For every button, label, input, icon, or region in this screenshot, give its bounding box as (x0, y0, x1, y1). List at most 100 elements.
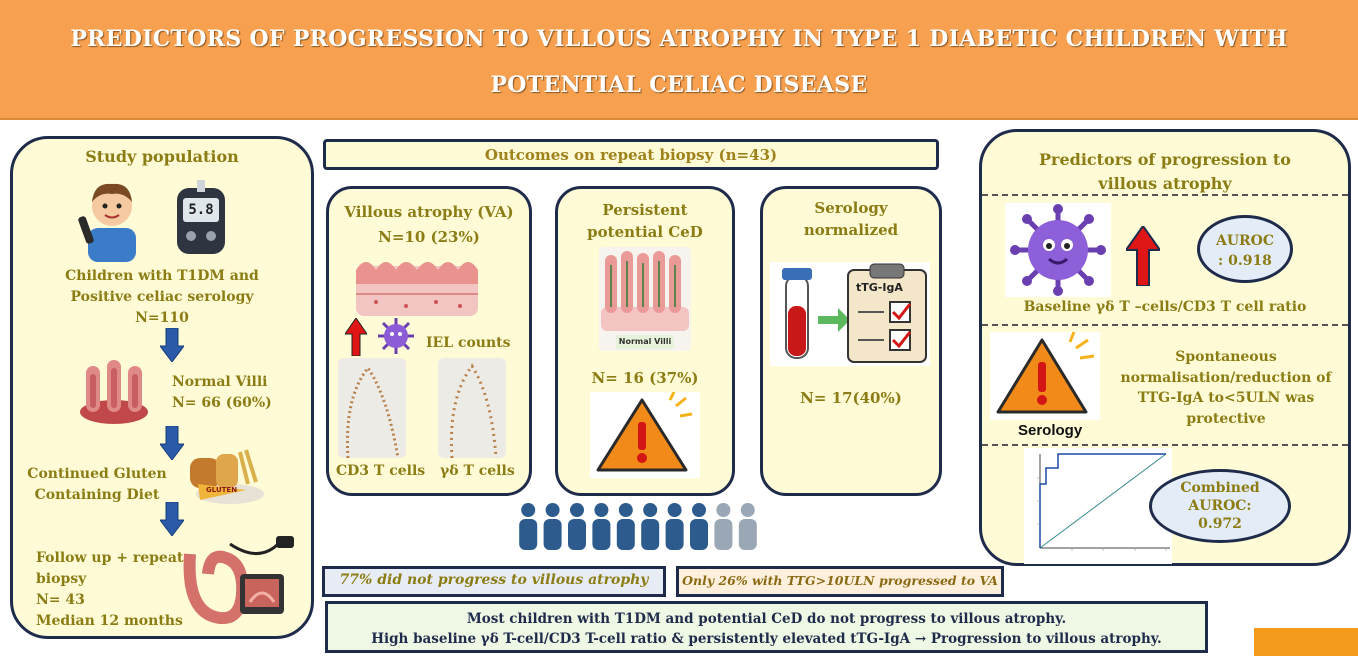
person-icon (641, 503, 660, 550)
warning-icon (590, 391, 700, 482)
persist-count: N= 16 (37%) (591, 369, 699, 387)
persist-title-line1: Persistent (602, 201, 688, 219)
divider (982, 194, 1348, 196)
step2-line1: Normal Villi (172, 374, 268, 390)
conclusion-line1: Most children with T1DM and potential Ce… (466, 611, 1067, 627)
auroc1-line1: AUROC (1215, 233, 1275, 249)
person-icon (738, 503, 757, 550)
study-step-4: Follow up + repeat biopsy N= 43 Median 1… (36, 548, 183, 632)
cd3-stain-image (338, 358, 406, 459)
title-line-1: PREDICTORS OF PROGRESSION TO VILLOUS ATR… (70, 26, 1288, 52)
study-step-3: Continued Gluten Containing Diet (22, 464, 172, 506)
study-step-1: Children with T1DM and Positive celiac s… (10, 266, 314, 329)
gluten-tag: GLUTEN (206, 486, 238, 494)
down-arrow-icon (159, 327, 185, 366)
gd-label: γδ T cells (440, 463, 515, 479)
divider (982, 444, 1348, 446)
title-line-2: POTENTIAL CELIAC DISEASE (490, 72, 868, 98)
warning-icon (990, 331, 1100, 424)
down-arrow-icon (159, 425, 185, 464)
persist-title-line2: potential CeD (587, 223, 703, 241)
sero-title: Serology normalized (760, 197, 942, 241)
auroc2-line3: 0.972 (1198, 516, 1242, 532)
atrophic-villi-icon (356, 250, 478, 316)
person-icon (714, 503, 733, 550)
person-icon (519, 503, 538, 550)
protective-line4: protective (1186, 410, 1266, 427)
ratio-label: Baseline γδ T –cells/CD3 T cell ratio (1023, 299, 1307, 315)
sero-title-line2: normalized (803, 221, 899, 239)
sero-count: N= 17(40%) (800, 389, 902, 407)
person-icon (592, 503, 611, 550)
divider (982, 324, 1348, 326)
auroc2-line1: Combined (1180, 480, 1260, 496)
auroc2-line2: AUROC: (1188, 498, 1252, 514)
step2-line2: N= 66 (60%) (172, 395, 272, 411)
conclusion-text: Most children with T1DM and potential Ce… (325, 609, 1208, 649)
outcomes-header-box (323, 139, 939, 170)
gluten-food-icon (186, 448, 266, 506)
normal-villi-icon (599, 247, 691, 351)
predictors-heading-line1: Predictors of progression to (1039, 150, 1291, 169)
virus-icon (378, 318, 414, 358)
glucometer-reading: 5.8 (188, 202, 214, 218)
combined-auroc-badge (1149, 469, 1291, 543)
note-ttg: Only 26% with TTG>10ULN progressed to VA (682, 573, 998, 588)
step4-line1: Follow up + repeat (36, 550, 184, 566)
note-no-progress-box (322, 566, 666, 597)
ttg-label: tTG-IgA (856, 281, 903, 294)
glucometer-icon (173, 180, 229, 256)
study-step-2: Normal Villi N= 66 (60%) (172, 372, 272, 414)
down-arrow-icon (159, 501, 185, 540)
study-population-panel (10, 136, 314, 639)
step3-line1: Continued Gluten (27, 466, 167, 482)
predictors-heading: Predictors of progression to villous atr… (979, 148, 1351, 196)
note-no-progress: 77% did not progress to villous atrophy (339, 572, 649, 588)
combined-auroc-value: Combined AUROC: 0.972 (1149, 479, 1291, 533)
step1-line2: Positive celiac serology (70, 289, 254, 305)
gd-stain-image (438, 358, 506, 459)
note-ttg-box (676, 566, 1004, 597)
protective-line3: TTG-IgA to<5ULN was (1137, 390, 1315, 406)
roc-curve-plot (1024, 448, 1172, 564)
step4-line3: N= 43 (36, 592, 85, 608)
auroc-badge (1197, 215, 1293, 283)
normal-villi-label: Normal Villi (616, 335, 674, 349)
accent-block (1254, 628, 1358, 656)
person-icon (665, 503, 684, 550)
up-arrow-icon (344, 317, 368, 360)
auroc1-line2: : 0.918 (1218, 253, 1272, 269)
title-banner: PREDICTORS OF PROGRESSION TO VILLOUS ATR… (0, 0, 1358, 120)
conclusion-line2: High baseline γδ T-cell/CD3 T-cell ratio… (371, 631, 1162, 647)
conclusion-box (325, 601, 1208, 653)
predictors-heading-line2: villous atrophy (1098, 174, 1232, 193)
outcomes-heading: Outcomes on repeat biopsy (n=43) (484, 146, 778, 164)
auroc-value: AUROC : 0.918 (1197, 231, 1293, 271)
ttg-test-icon (770, 262, 930, 366)
cd3-label: CD3 T cells (336, 463, 426, 479)
protective-line2: normalisation/reduction of (1120, 369, 1332, 386)
protective-line1: Spontaneous (1175, 349, 1277, 365)
sero-title-line1: Serology (814, 199, 888, 217)
va-title: Villous atrophy (VA) (344, 203, 514, 221)
up-arrow-icon (1124, 224, 1162, 290)
endoscopy-icon (180, 534, 300, 625)
step1-line1: Children with T1DM and (65, 268, 259, 284)
child-icon (78, 176, 146, 262)
step4-line2: biopsy (36, 571, 87, 587)
person-icon (543, 503, 562, 550)
step3-line2: Containing Diet (34, 487, 160, 503)
person-icon (616, 503, 635, 550)
persist-title: Persistent potential CeD (555, 199, 735, 243)
va-count: N=10 (23%) (378, 228, 480, 246)
people-row (516, 500, 760, 552)
person-icon (690, 503, 708, 550)
step4-line4: Median 12 months (36, 613, 183, 629)
study-population-heading: Study population (85, 147, 239, 166)
iel-label: IEL counts (426, 335, 511, 351)
serology-label: Serology (1018, 422, 1083, 439)
virus-icon (1005, 203, 1111, 301)
step1-line3: N=110 (135, 310, 189, 326)
person-icon (568, 503, 586, 550)
protective-text: Spontaneous normalisation/reduction of T… (1106, 347, 1346, 429)
